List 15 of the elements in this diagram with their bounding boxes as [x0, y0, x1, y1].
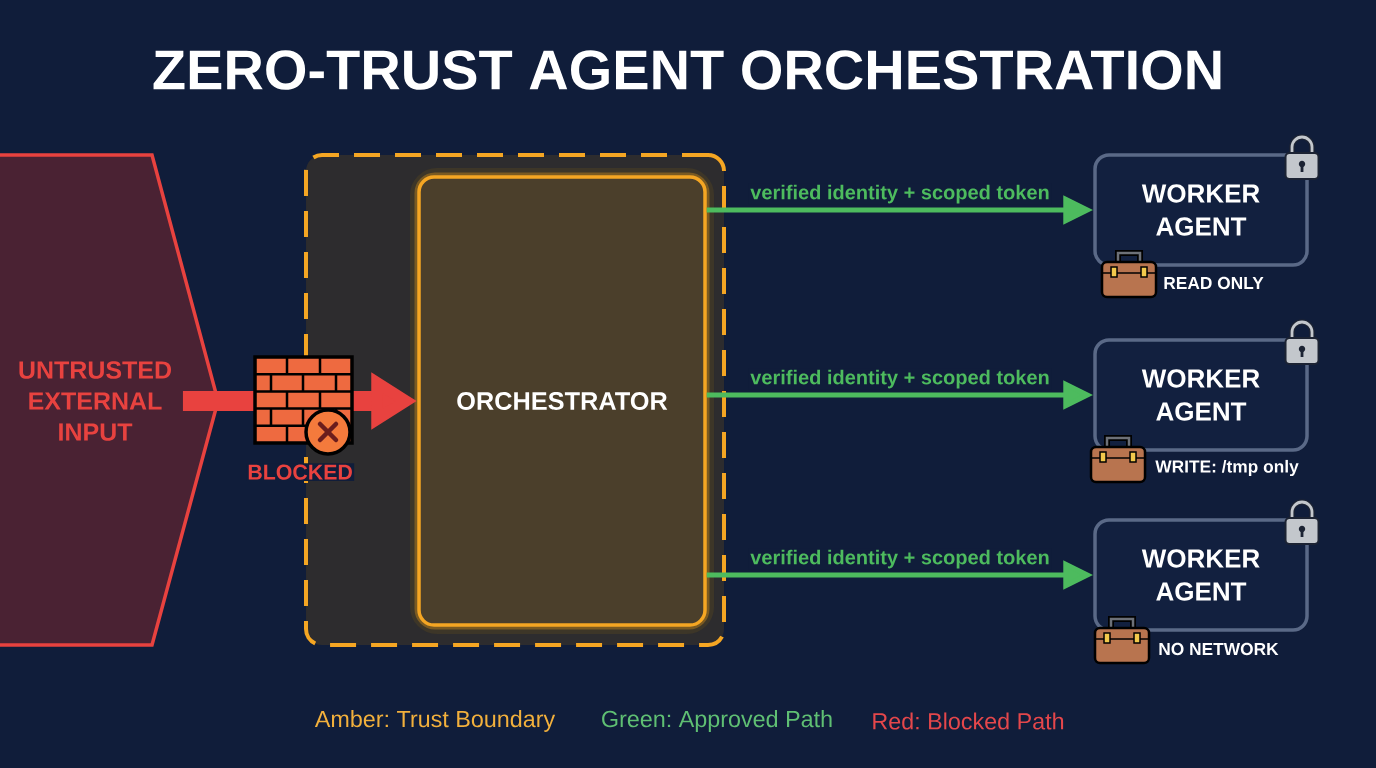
permission-label: WRITE: /tmp only [1155, 459, 1299, 477]
agent-box: WORKER AGENT [1093, 153, 1309, 267]
title: ZERO-TRUST AGENT ORCHESTRATION [153, 50, 1221, 90]
permission-label: READ ONLY [1164, 276, 1264, 290]
legend-entry: Amber: Trust Boundary [314, 710, 556, 732]
agent-box: WORKER AGENT [1093, 338, 1309, 452]
agent-box: WORKER AGENT [1093, 518, 1309, 632]
edge-label: verified identity + scoped token [748, 368, 1052, 390]
permission-label: NO NETWORK [1159, 642, 1279, 656]
legend-entry: Green: Approved Path [602, 710, 832, 732]
edge-label: verified identity + scoped token [748, 183, 1052, 205]
process-box: ORCHESTRATOR [410, 168, 714, 634]
edge-label: BLOCKED [246, 463, 355, 482]
legend-entry: Red: Blocked Path [873, 712, 1064, 730]
edge-label: verified identity + scoped token [748, 548, 1052, 570]
